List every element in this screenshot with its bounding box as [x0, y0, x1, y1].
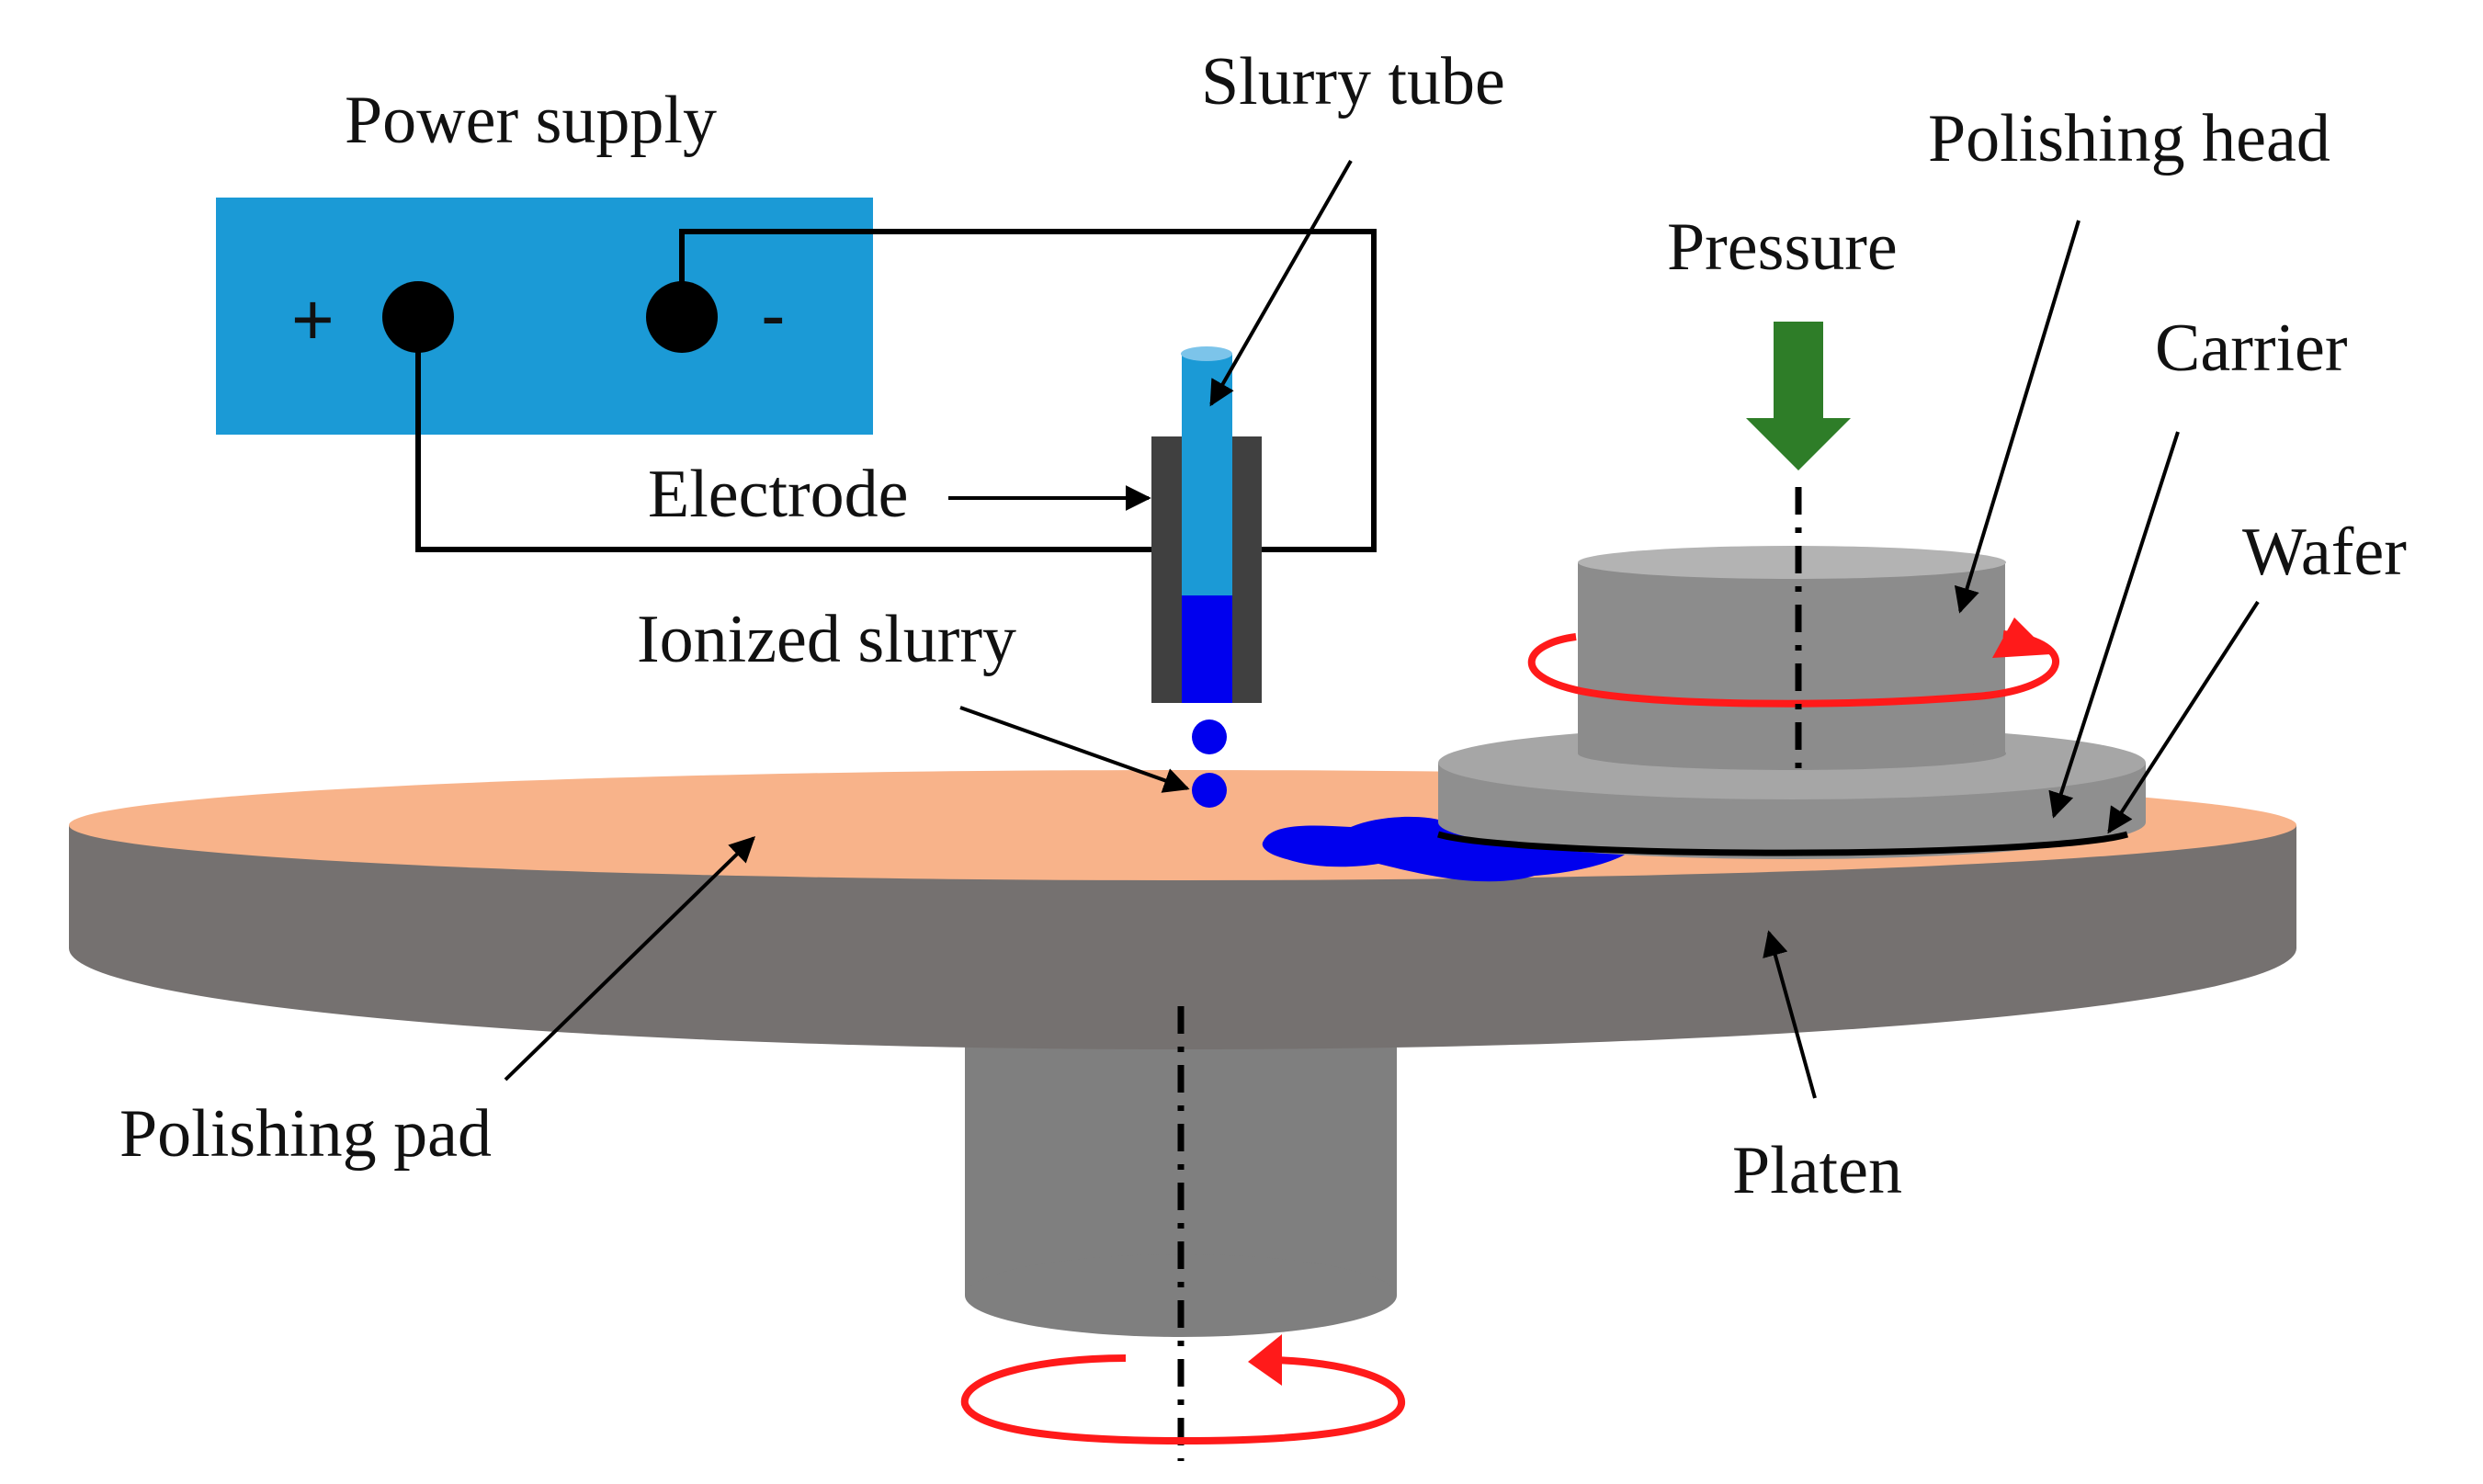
wafer: [1437, 831, 2128, 856]
carrier-leader: [2048, 431, 2180, 819]
polishing-pad-label: Polishing pad: [119, 1096, 492, 1172]
pressure-label: Pressure: [1667, 210, 1898, 285]
slurry-droplet-2: [1192, 773, 1227, 808]
polishing-head-leader: [1954, 220, 2081, 614]
slurry-tube-label: Slurry tube: [1201, 44, 1505, 119]
head-rotation-arrow-icon: [1527, 617, 2059, 708]
minus-sign: -: [761, 274, 786, 356]
platen: [69, 825, 2296, 1049]
electrode-label: Electrode: [648, 457, 909, 532]
carrier-label: Carrier: [2155, 311, 2348, 386]
polishing-head: [1578, 546, 2006, 770]
wafer-leader: [2107, 600, 2260, 834]
platen-leader: [1763, 930, 1817, 1099]
slurry-tube-top: [1181, 346, 1232, 361]
negative-wire: [679, 229, 1377, 552]
power-supply-box: [216, 198, 873, 435]
positive-wire: [415, 317, 1151, 552]
platen-rotation-arrow-icon: [960, 1334, 1405, 1445]
slurry-tube-leader: [1209, 160, 1353, 407]
platen-label: Platen: [1732, 1133, 1902, 1208]
pressure-arrow-icon: [1746, 322, 1851, 470]
ionized-slurry-in-tube: [1182, 595, 1232, 703]
ionized-slurry-label: Ionized slurry: [637, 602, 1016, 677]
polishing-pad-leader: [504, 836, 756, 1082]
polishing-head-label: Polishing head: [1928, 101, 2330, 176]
wafer-label: Wafer: [2242, 515, 2407, 590]
slurry-droplet-1: [1192, 719, 1227, 754]
power-supply-label: Power supply: [345, 83, 717, 158]
slurry-tube: [1182, 354, 1232, 597]
ionized-slurry-leader: [959, 706, 1190, 793]
plus-sign: +: [291, 278, 334, 360]
